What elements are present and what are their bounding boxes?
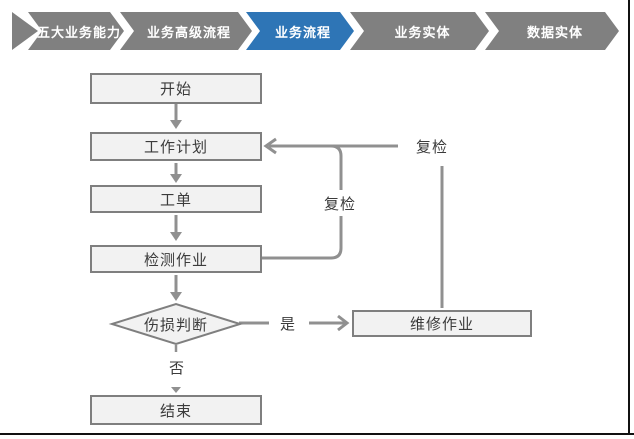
nav-item-label: 数据实体 (526, 25, 583, 41)
node-label: 结束 (159, 401, 192, 420)
recheck-inner-lower (262, 216, 343, 260)
edge-label-recheck-outer: 复检 (410, 135, 454, 157)
recheck-inner-upper (330, 144, 343, 190)
arrowhead-into-end (171, 387, 181, 393)
edge-label-text: 复检 (415, 137, 448, 156)
node-label: 维修作业 (409, 315, 474, 333)
arrowhead-into-repair (337, 314, 350, 332)
frame-bottom-edge (0, 433, 634, 435)
nav-item-business-process-active[interactable]: 业务流程 (246, 12, 354, 50)
node-work-plan: 工作计划 (90, 132, 262, 161)
edge-label-no: 否 (166, 356, 188, 378)
node-label: 开始 (159, 80, 192, 98)
nav-item-business-capabilities[interactable]: 五大业务能力 (28, 12, 124, 50)
edge-label-recheck-inner: 复检 (321, 192, 359, 214)
nav-item-business-entity[interactable]: 业务实体 (350, 12, 489, 50)
nav-item-data-entity[interactable]: 数据实体 (485, 12, 619, 50)
node-inspection: 检测作业 (90, 245, 262, 273)
node-label: 工作计划 (143, 138, 208, 156)
node-start: 开始 (90, 73, 262, 104)
arrowhead-into-inspection (170, 232, 182, 241)
node-work-order: 工单 (90, 185, 262, 213)
nav-item-label: 业务实体 (394, 25, 451, 41)
node-repair: 维修作业 (352, 310, 532, 337)
frame-right-edge (628, 0, 630, 435)
node-damage-decision-label: 伤损判断 (126, 314, 226, 334)
nav-item-label: 业务流程 (274, 25, 331, 41)
nav-item-label: 五大业务能力 (36, 25, 121, 41)
arrowhead-into-workplan-top (170, 120, 182, 129)
node-end: 结束 (90, 395, 262, 425)
edge-label-text: 复检 (323, 194, 356, 213)
edge-label-text: 是 (279, 314, 296, 333)
nav-item-business-highlevel-process[interactable]: 业务高级流程 (120, 12, 252, 50)
arrowhead-into-decision (170, 292, 182, 301)
node-label: 工单 (159, 190, 192, 209)
arrowhead-into-workplan (263, 137, 277, 155)
arrowhead-into-workorder (170, 174, 182, 183)
edge-label-text: 否 (168, 358, 185, 377)
edge-label-yes: 是 (277, 312, 299, 334)
node-label: 伤损判断 (143, 316, 208, 334)
breadcrumb-nav: 五大业务能力 业务高级流程 业务流程 业务实体 数据实体 (0, 0, 634, 60)
node-label: 检测作业 (143, 250, 208, 269)
nav-item-label: 业务高级流程 (146, 25, 231, 41)
